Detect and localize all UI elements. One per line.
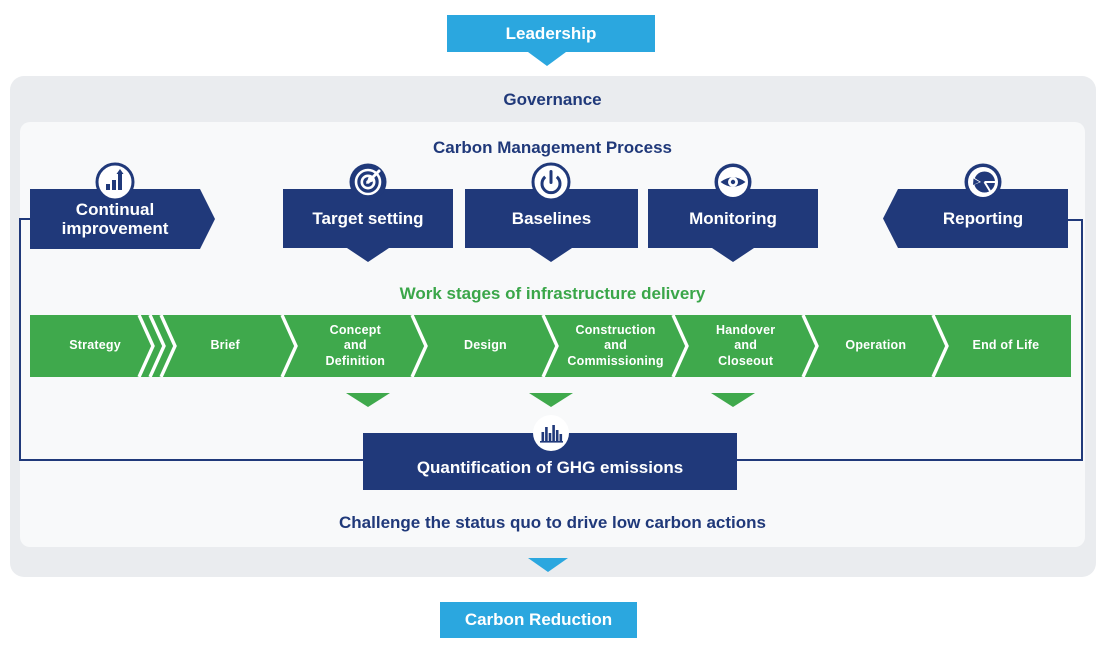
leadership-banner: Leadership — [447, 15, 655, 52]
box-label: Baselines — [511, 208, 592, 228]
growth-chart-icon — [95, 162, 135, 202]
challenge-text: Challenge the status quo to drive low ca… — [339, 513, 766, 532]
stage-label: Brief — [210, 338, 240, 353]
carbon-reduction-label: Carbon Reduction — [464, 610, 613, 629]
stage-brief: Brief — [160, 315, 299, 377]
baselines-arrow-down-icon — [530, 248, 572, 262]
leadership-label: Leadership — [505, 23, 597, 43]
process-title: Carbon Management Process — [432, 138, 672, 157]
stage-label: Construction and Commissioning — [567, 322, 664, 368]
stage-concept-definition: Concept and Definition — [290, 315, 429, 377]
target-setting-arrow-down-icon — [347, 248, 389, 262]
stage-handover-closeout: Handover and Closeout — [681, 315, 819, 377]
histogram-icon — [533, 415, 569, 451]
work-stages-title: Work stages of infrastructure delivery — [399, 284, 706, 303]
pie-chart-icon — [964, 163, 1002, 201]
stage-design: Design — [420, 315, 559, 377]
stage-label: Concept and Definition — [325, 322, 386, 368]
stage-label: End of Life — [972, 338, 1040, 353]
stage-strategy: Strategy — [30, 315, 177, 377]
box-label: Target setting — [312, 208, 424, 228]
quantification-label: Quantification of GHG emissions — [416, 457, 684, 477]
work-stages-band: Strategy Brief Concept and Definition De… — [30, 315, 1071, 377]
stage-construction-commissioning: Construction and Commissioning — [551, 315, 689, 377]
power-dial-icon — [531, 162, 571, 202]
leadership-arrow-down-icon — [528, 52, 566, 66]
box-label: Continual improvement — [61, 199, 169, 238]
stage-label: Handover and Closeout — [716, 322, 776, 368]
box-label: Reporting — [942, 208, 1024, 228]
stage-operation: Operation — [811, 315, 949, 377]
stage-label: Strategy — [69, 338, 121, 353]
green-arrow-down-icon — [711, 393, 755, 407]
stage-end-of-life: End of Life — [941, 315, 1071, 377]
green-arrow-down-icon — [529, 393, 573, 407]
carbon-reduction-banner: Carbon Reduction — [440, 602, 637, 638]
carbon-reduction-arrow-down-icon — [528, 558, 568, 572]
monitoring-arrow-down-icon — [712, 248, 754, 262]
stage-label: Operation — [845, 338, 907, 353]
governance-title: Governance — [503, 90, 602, 109]
box-label: Monitoring — [689, 208, 777, 228]
target-dart-icon — [349, 163, 387, 201]
eye-icon — [714, 163, 752, 201]
stage-label: Design — [464, 338, 507, 353]
green-arrow-down-icon — [346, 393, 390, 407]
